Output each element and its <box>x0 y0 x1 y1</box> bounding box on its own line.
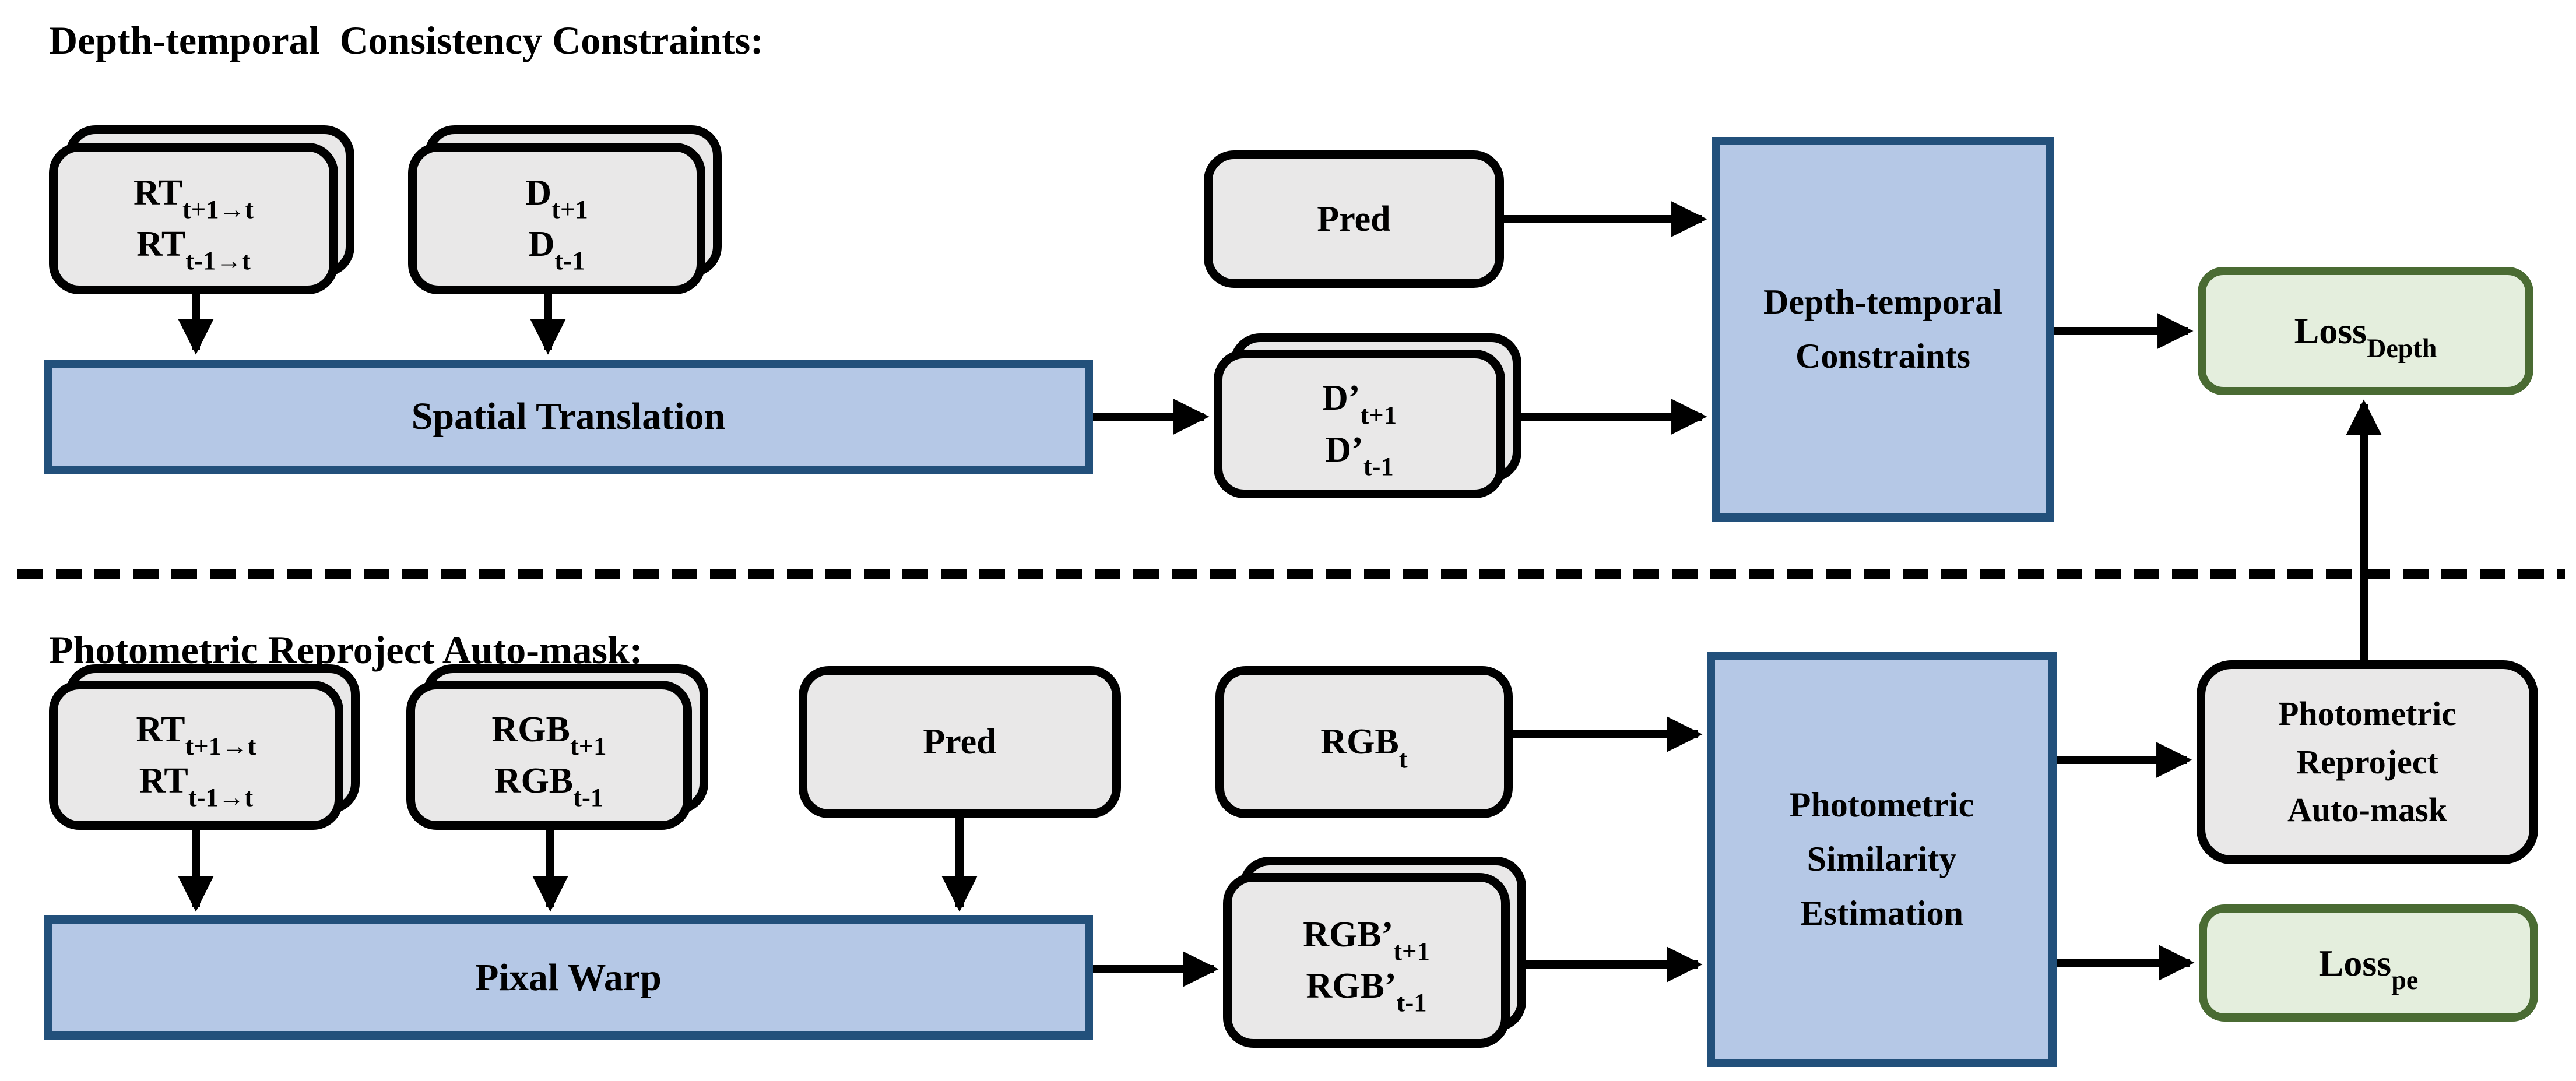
label-base: D <box>525 172 552 213</box>
label-base: RGB <box>494 761 574 801</box>
label-subscript: pe <box>2391 965 2419 995</box>
prm-line1: Photometric <box>2278 695 2456 733</box>
pse-line2: Similarity <box>1807 840 1957 878</box>
label-subscript: t-1 <box>1363 451 1394 481</box>
pred-bottom-label: Pred <box>923 722 997 762</box>
pse-line1: Photometric <box>1789 786 1974 824</box>
depth-temporal-constraints-box: Depth-temporal Constraints <box>1712 137 2054 522</box>
label-subscript: t+1→t <box>182 195 254 224</box>
depth-temporal-constraints-line2: Constraints <box>1795 337 1971 375</box>
label-subscript: t-1→t <box>188 783 254 812</box>
photometric-similarity-estimation-box: Photometric Similarity Estimation <box>1707 652 2057 1067</box>
d-top-line2: Dt-1 <box>528 219 585 274</box>
label-subscript: t+1 <box>1393 936 1430 966</box>
section-title-depth-temporal: Depth-temporal Consistency Constraints: <box>49 18 764 62</box>
label-base: RGB <box>1320 722 1399 762</box>
d-prime-line2: D’t-1 <box>1325 424 1393 480</box>
label-base: RGB <box>491 709 570 749</box>
label-subscript: t-1 <box>573 783 604 812</box>
label-subscript: t-1 <box>554 246 585 276</box>
loss-pe-box: Losspe <box>2199 904 2538 1022</box>
label-base: D’ <box>1325 429 1363 470</box>
spatial-translation-label: Spatial Translation <box>411 395 726 438</box>
label-subscript: Depth <box>2367 333 2437 363</box>
pred-top-label: Pred <box>1317 199 1391 239</box>
d-top-stack-front-card: Dt+1 Dt-1 <box>408 143 705 294</box>
rgb-inputs-stack-front-card: RGBt+1 RGBt-1 <box>406 681 692 830</box>
loss-depth-box: LossDepth <box>2198 267 2533 395</box>
label-subscript: t <box>1398 744 1408 773</box>
loss-pe-label: Losspe <box>2318 942 2419 994</box>
label-base: Loss <box>2294 310 2367 351</box>
rgb-prime-line2: RGB’t-1 <box>1306 960 1426 1016</box>
label-subscript: t+1 <box>551 195 588 224</box>
label-base: RGB’ <box>1306 966 1397 1006</box>
spatial-translation-box: Spatial Translation <box>44 360 1093 474</box>
rt-top-line1: RTt+1→t <box>133 167 254 223</box>
label-base: D’ <box>1322 378 1361 418</box>
pse-line3: Estimation <box>1800 894 1964 932</box>
d-prime-stack-front-card: D’t+1 D’t-1 <box>1214 350 1505 498</box>
photometric-reproject-automask-box: Photometric Reproject Auto-mask <box>2197 660 2538 864</box>
rgb-t-label: RGBt <box>1320 716 1407 772</box>
rt-bottom-line1: RTt+1→t <box>136 704 256 759</box>
pixal-warp-box: Pixal Warp <box>44 915 1093 1040</box>
label-subscript: t-1 <box>1396 988 1427 1017</box>
d-prime-line1: D’t+1 <box>1322 372 1397 428</box>
section-divider-dashed <box>17 569 2565 579</box>
depth-temporal-constraints-line1: Depth-temporal <box>1763 283 2002 321</box>
rt-bottom-line2: RTt-1→t <box>139 755 253 811</box>
label-subscript: t+1 <box>1360 400 1397 429</box>
rgb-prime-line1: RGB’t+1 <box>1303 909 1430 964</box>
label-base: Loss <box>2318 942 2392 984</box>
prm-line2: Reproject <box>2296 742 2438 781</box>
rt-top-line2: RTt-1→t <box>136 219 250 274</box>
prm-line3: Auto-mask <box>2287 791 2447 829</box>
rgb-t-box: RGBt <box>1215 666 1513 818</box>
rt-bottom-stack-front-card: RTt+1→t RTt-1→t <box>49 681 343 830</box>
label-base: D <box>528 224 555 264</box>
label-subscript: t-1→t <box>185 246 251 276</box>
label-subscript: t+1→t <box>185 731 256 761</box>
label-base: RT <box>139 761 188 801</box>
rt-top-stack-front-card: RTt+1→t RTt-1→t <box>49 143 338 294</box>
pred-bottom-box: Pred <box>799 666 1121 818</box>
label-base: RT <box>133 172 182 213</box>
label-base: RGB’ <box>1303 914 1394 955</box>
label-subscript: t+1 <box>570 731 607 761</box>
pixal-warp-label: Pixal Warp <box>475 956 662 999</box>
label-base: RT <box>136 709 185 749</box>
rgb-inputs-line2: RGBt-1 <box>494 755 603 811</box>
rgb-inputs-line1: RGBt+1 <box>491 704 607 759</box>
label-base: RT <box>136 224 186 264</box>
pred-top-box: Pred <box>1204 150 1504 288</box>
rgb-prime-stack-front-card: RGB’t+1 RGB’t-1 <box>1223 873 1510 1048</box>
loss-depth-label: LossDepth <box>2294 309 2437 361</box>
d-top-line1: Dt+1 <box>525 167 588 223</box>
